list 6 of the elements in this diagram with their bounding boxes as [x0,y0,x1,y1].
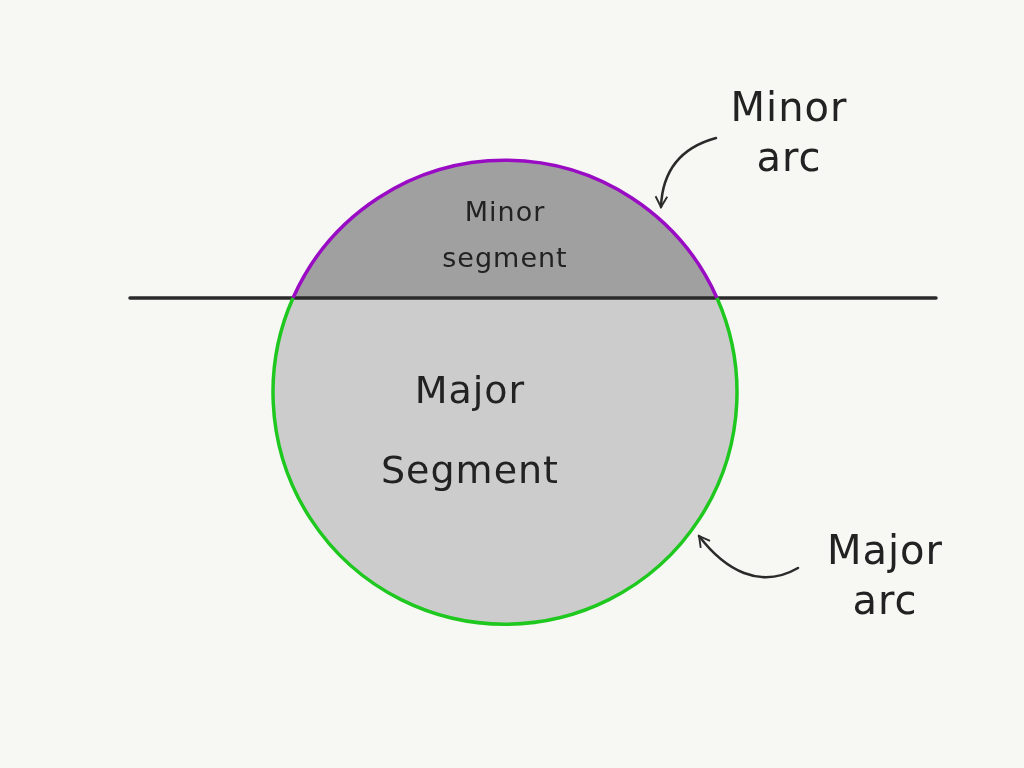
arc-label: Major arc [825,526,945,625]
arc-label: Minor arc [729,83,849,182]
segment-label: Minor segment [441,195,569,275]
arrow [697,534,800,579]
arrow [654,136,718,209]
segment-label: Major Segment [380,367,560,494]
